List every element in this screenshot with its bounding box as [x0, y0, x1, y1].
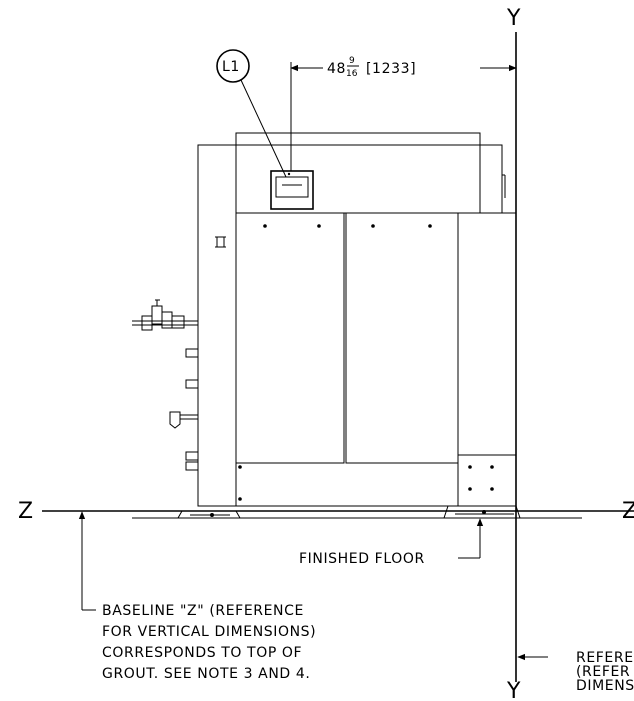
side-stub: [185, 379, 199, 389]
display-led: [287, 172, 291, 176]
reference-note-line-2: (REFER: [576, 664, 630, 680]
display-screen: [275, 176, 309, 198]
dimension-48-9-16: 48 9 16 [1233]: [290, 56, 517, 171]
z-axis-label-right: Z: [622, 499, 634, 524]
front-door-left: [235, 212, 345, 464]
front-door-right: [345, 212, 459, 464]
y-axis-label-top: Y: [506, 6, 521, 31]
baseline-note-line-4: GROUT. SEE NOTE 3 AND 4.: [102, 666, 310, 682]
y-axis-label-bottom: Y: [506, 679, 521, 701]
front-panel-frame: [235, 212, 459, 507]
baseline-note: BASELINE "Z" (REFERENCE FOR VERTICAL DIM…: [78, 511, 316, 682]
dimension-frac-num: 9: [349, 56, 355, 66]
balloon-l1-label: L1: [222, 59, 240, 75]
screw: [317, 224, 321, 228]
baseline-note-line-2: FOR VERTICAL DIMENSIONS): [102, 624, 316, 640]
balloon-l1: [216, 49, 250, 83]
top-cap: [235, 132, 481, 146]
screw: [490, 487, 494, 491]
screw: [468, 487, 472, 491]
screw: [490, 465, 494, 469]
left-side-column: [197, 144, 237, 507]
screw: [428, 224, 432, 228]
reference-note-line-3: DIMENS: [576, 678, 634, 694]
feet: [177, 505, 521, 519]
screw: [371, 224, 375, 228]
screw: [238, 465, 242, 469]
balloon-leader: [240, 79, 287, 178]
unit-elevation: [132, 132, 521, 519]
z-axis-label-left: Z: [18, 499, 33, 524]
right-head-box: [479, 144, 503, 214]
dimension-frac-den: 16: [346, 69, 358, 79]
right-side-column: [457, 212, 517, 507]
finished-floor-label: FINISHED FLOOR: [299, 551, 425, 567]
screw: [263, 224, 267, 228]
finished-floor-callout: FINISHED FLOOR: [299, 518, 484, 567]
side-label-symbol: [216, 236, 225, 248]
drain-valve: [169, 411, 198, 429]
side-stub: [185, 461, 199, 471]
reference-note-line-1: REFERE: [576, 650, 634, 666]
baseline-note-line-3: CORRESPONDS TO TOP OF: [102, 645, 302, 661]
control-head-panel: [235, 144, 481, 214]
side-stub: [185, 451, 199, 461]
baseline-note-line-1: BASELINE "Z" (REFERENCE: [102, 603, 304, 619]
dimension-metric: [1233]: [366, 61, 416, 77]
gas-valve-assembly: [132, 299, 198, 331]
dimension-whole: 48: [327, 61, 346, 77]
display-module: [270, 170, 314, 210]
screw: [468, 465, 472, 469]
screw: [238, 497, 242, 501]
side-stub: [185, 348, 199, 358]
reference-note: REFERE (REFER DIMENS: [517, 650, 634, 694]
